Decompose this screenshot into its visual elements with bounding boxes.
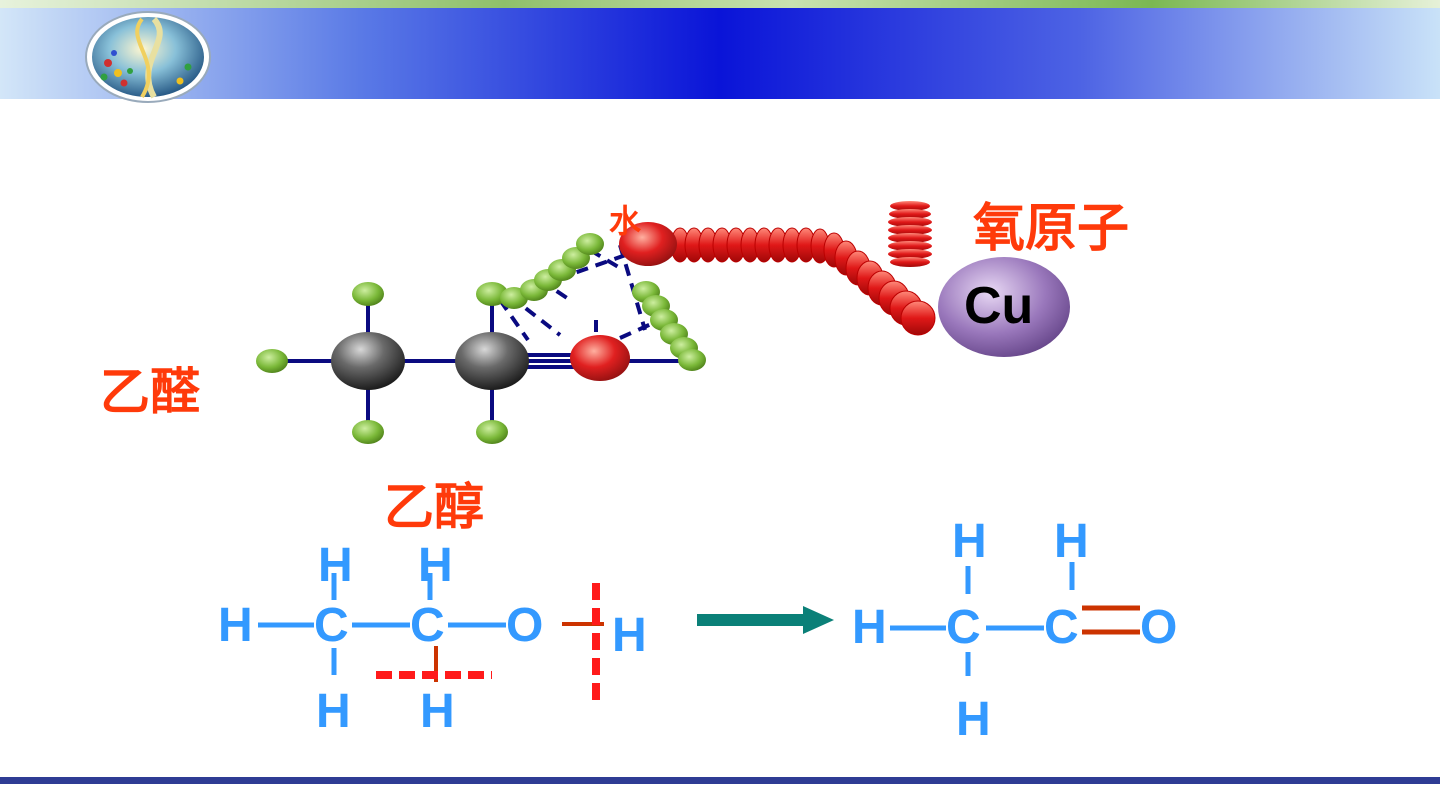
copper-label: Cu xyxy=(964,277,1034,335)
hydrogen-atom xyxy=(352,282,384,306)
oxygen-motion-trail xyxy=(619,201,936,336)
logo-badge-icon xyxy=(85,11,211,103)
formula-atom: H xyxy=(316,685,351,738)
oxygen-atom-label: 氧原子 xyxy=(973,200,1130,258)
ethanol-label: 乙醇 xyxy=(384,479,484,535)
hydrogen-atoms xyxy=(256,233,706,444)
hydrogen-atom xyxy=(576,233,604,255)
footer-bar xyxy=(0,777,1440,784)
formula-atom: H xyxy=(852,601,887,654)
reaction-arrow-icon xyxy=(697,606,834,634)
c-o-double-bond xyxy=(1082,605,1140,635)
formula-atom: H xyxy=(1054,515,1089,568)
product-bonds xyxy=(890,562,1075,676)
formula-atom: H xyxy=(420,685,455,738)
formula-atom: H xyxy=(612,609,647,662)
carbon-atom xyxy=(455,332,529,390)
top-stripe xyxy=(0,0,1440,8)
header-banner xyxy=(0,8,1440,99)
formula-atom: O xyxy=(1140,601,1178,654)
copper-atom xyxy=(938,257,1070,357)
hydrogen-atom xyxy=(678,349,706,371)
oxygen-atom xyxy=(570,335,630,381)
oxygen-atom-water xyxy=(619,222,677,266)
formula-atom: C xyxy=(410,599,445,652)
water-label: 水 xyxy=(609,203,642,239)
formula-atom: H xyxy=(318,539,353,592)
hydrogen-atom xyxy=(476,420,508,444)
hydrogen-atom xyxy=(476,282,508,306)
formula-atom: H xyxy=(218,599,253,652)
formula-atom: C xyxy=(946,601,981,654)
formula-atom: H xyxy=(952,515,987,568)
reactant-bonds xyxy=(258,573,506,675)
formula-atom: C xyxy=(314,599,349,652)
formula-atom: H xyxy=(956,693,991,746)
hydrogen-atom xyxy=(256,349,288,373)
formula-atom: C xyxy=(1044,601,1079,654)
formula-atom: O xyxy=(506,599,544,652)
ethanal-label: 乙醛 xyxy=(100,364,200,420)
carbon-atom xyxy=(331,332,405,390)
formula-atom: H xyxy=(418,539,453,592)
hydrogen-atom xyxy=(352,420,384,444)
